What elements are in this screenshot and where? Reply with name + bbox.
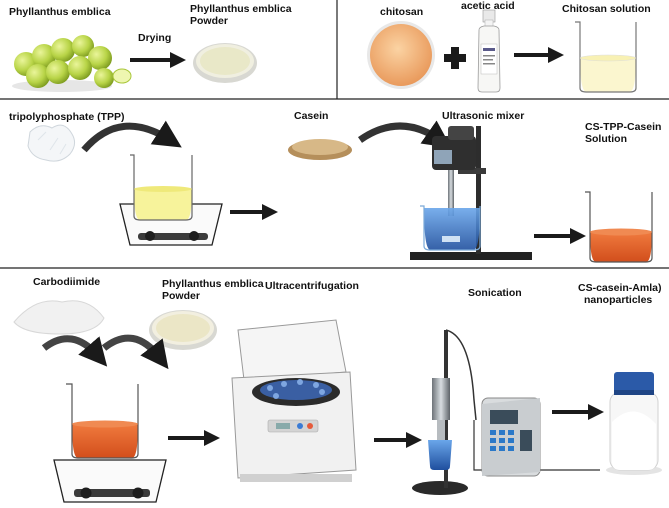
hot-plate-2	[53, 459, 167, 503]
dried-powder-dish-1	[193, 43, 257, 83]
label-ultrasonic-mixer: Ultrasonic mixer	[442, 110, 525, 122]
label-casein: Casein	[294, 110, 329, 122]
carbodiimide-powder	[13, 300, 105, 335]
label-powder-row3-line2: Powder	[162, 290, 200, 302]
dried-powder-dish-2	[149, 310, 217, 350]
label-tpp: tripolyphosphate (TPP)	[9, 111, 125, 123]
plus-sign	[444, 47, 466, 69]
curved-arrow-carbodiimide	[41, 335, 108, 367]
centrifuge	[231, 319, 357, 482]
curved-arrow-tpp	[81, 120, 182, 153]
amla-fruits	[12, 35, 132, 92]
label-nanoparticles-line2: nanoparticles	[584, 294, 653, 306]
tpp-crystals	[27, 124, 76, 162]
label-phyllanthus-emblica: Phyllanthus emblica	[9, 6, 111, 18]
label-drying: Drying	[138, 32, 172, 44]
acetic-acid-bottle	[477, 9, 501, 93]
label-cs-tpp-casein-line2: Solution	[585, 133, 627, 145]
curved-arrow-casein	[357, 120, 452, 149]
chitosan-powder-dish	[367, 21, 435, 89]
label-powder-row1-line2: Powder	[190, 15, 228, 27]
section-borders	[0, 0, 669, 269]
label-powder-row3-line1: Phyllanthus emblica	[162, 278, 264, 290]
ultrasonic-mixer-apparatus	[410, 126, 532, 260]
label-sonication: Sonication	[468, 287, 522, 299]
label-nanoparticles-line1: CS-casein-Amla)	[578, 282, 662, 294]
label-chitosan-solution: Chitosan solution	[562, 3, 651, 15]
tpp-beaker	[130, 154, 193, 221]
nanoparticle-jar	[606, 372, 662, 475]
label-carbodiimide: Carbodiimide	[33, 276, 101, 288]
orange-beaker-hotplate	[66, 383, 139, 459]
label-ultracentrifugation: Ultracentrifugation	[265, 280, 359, 292]
label-cs-tpp-casein-line1: CS-TPP-Casein	[585, 121, 662, 133]
label-acetic-acid: acetic acid	[461, 0, 515, 12]
curved-arrow-powder	[101, 334, 169, 370]
sonicator	[412, 329, 600, 495]
chitosan-solution-beaker	[575, 21, 637, 93]
label-powder-row1-line1: Phyllanthus emblica	[190, 3, 292, 15]
label-chitosan: chitosan	[380, 6, 424, 18]
casein-powder	[288, 139, 352, 160]
cs-tpp-casein-beaker	[585, 191, 653, 263]
